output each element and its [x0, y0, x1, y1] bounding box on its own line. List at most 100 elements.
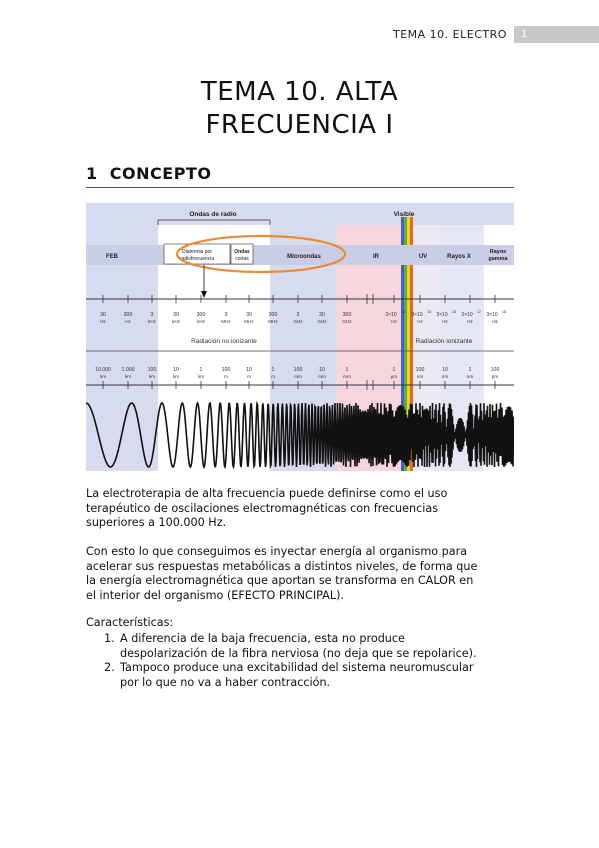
- wave-tick-unit: mm: [318, 374, 326, 379]
- paragraph-definition: La electroterapia de alta frecuencia pue…: [86, 487, 516, 531]
- list-item-line: despolarización de la fibra nerviosa (no…: [120, 646, 477, 660]
- band-feb: FEB: [106, 254, 119, 260]
- freq-tick-value: 30: [100, 312, 106, 318]
- freq-high-base: 3×10: [461, 312, 472, 318]
- freq-tick-unit: GHz: [293, 319, 303, 324]
- wave-high-value: 100: [491, 367, 500, 373]
- section-heading: 1 CONCEPTO: [86, 164, 514, 188]
- freq-tick-unit: kHz: [172, 319, 181, 324]
- document-title: TEMA 10. ALTA FRECUENCIA I: [0, 76, 599, 142]
- label-ondas-cortas-1: Ondas: [234, 249, 250, 255]
- wave-tick-value: 1: [200, 367, 203, 373]
- wave-tick-unit: mm: [294, 374, 302, 379]
- list-item-line: A diferencia de la baja frecuencia, esta…: [120, 632, 405, 645]
- wave-tick-value: 10.000: [95, 367, 111, 373]
- section-number: 1: [86, 164, 98, 183]
- wave-tick-value: 1: [272, 367, 275, 373]
- wave-high-unit: nm: [417, 374, 424, 379]
- paragraph-line: la energía electromagnética que aportan …: [86, 574, 474, 587]
- freq-tick-value: 300: [343, 312, 352, 318]
- freq-tick-unit: GHz: [317, 319, 327, 324]
- sine-wave: [86, 400, 514, 470]
- paragraph-line: Con esto lo que conseguimos es inyectar …: [86, 545, 468, 558]
- freq-high-base: 3×10: [436, 312, 447, 318]
- document-title-line-2: FRECUENCIA I: [205, 110, 394, 140]
- wave-tick-unit: m: [271, 374, 275, 379]
- wave-tick-unit: km: [149, 374, 155, 379]
- freq-tick-unit: MHz: [221, 319, 231, 324]
- wave-tick-unit: m: [247, 374, 251, 379]
- wave-high-value: 1: [469, 367, 472, 373]
- paragraph-line: superiores a 100.000 Hz.: [86, 516, 227, 529]
- wave-high-unit: nm: [442, 374, 449, 379]
- label-ondas-de-radio: Ondas de radio: [189, 211, 236, 218]
- freq-high-exp: 14: [401, 310, 405, 314]
- paragraph-line: La electroterapia de alta frecuencia pue…: [86, 487, 448, 500]
- paragraph-line: terapéutico de oscilaciones electromagné…: [86, 501, 439, 515]
- band-ir: IR: [373, 254, 380, 260]
- list-item-number: 2.: [104, 661, 115, 674]
- freq-high-unit: Hz: [442, 319, 448, 324]
- header-title: TEMA 10. ELECTRO: [393, 28, 507, 41]
- list-item-number: 1.: [104, 632, 115, 645]
- freq-high-exp: 17: [477, 310, 481, 314]
- frequency-axis: 30Hz300Hz3kHz30kHz300kHz3MHz30MHz300MHz3…: [100, 294, 506, 390]
- paragraph-line: Características:: [86, 616, 174, 629]
- paragraph-line: acelerar sus respuestas metabólicas a di…: [86, 559, 478, 573]
- freq-high-unit: Hz: [467, 319, 473, 324]
- wave-high-value: 10: [442, 367, 448, 373]
- wave-tick-value: 100: [294, 367, 303, 373]
- wave-tick-unit: km: [198, 374, 204, 379]
- freq-tick-unit: GHz: [342, 319, 352, 324]
- wave-high-unit: pm: [492, 374, 499, 379]
- wave-tick-value: 100: [148, 367, 157, 373]
- band-rayos-gamma-1: Rayos: [490, 249, 507, 255]
- freq-tick-value: 3: [151, 312, 154, 318]
- freq-tick-value: 3: [297, 312, 300, 318]
- list-item-line: por lo que no va a haber contracción.: [120, 675, 331, 689]
- label-visible: Visible: [394, 211, 415, 218]
- wave-high-unit: nm: [467, 374, 474, 379]
- freq-high-exp: 16: [452, 310, 456, 314]
- freq-tick-value: 300: [197, 312, 206, 318]
- wave-high-value: 1: [393, 367, 396, 373]
- band-microondas: Microondas: [287, 254, 321, 260]
- freq-tick-unit: MHz: [244, 319, 254, 324]
- freq-tick-unit: Hz: [125, 319, 131, 324]
- wave-tick-value: 1.000: [122, 367, 135, 373]
- freq-tick-unit: kHz: [197, 319, 206, 324]
- freq-high-base: 3×10: [385, 312, 396, 318]
- freq-high-base: 3×10: [411, 312, 422, 318]
- freq-tick-unit: MHz: [268, 319, 278, 324]
- wavelength-axis: 10.000km1.000km100km10km1km100m10m1m100m…: [95, 367, 499, 389]
- freq-high-base: 3×10: [486, 312, 497, 318]
- wave-tick-unit: km: [125, 374, 131, 379]
- wave-tick-unit: km: [173, 374, 179, 379]
- label-ondas-cortas-2: cortas: [235, 256, 249, 262]
- label-radiacion-ionizante: Radiación ionizante: [416, 338, 473, 345]
- list-item-line: Tampoco produce una excitabilidad del si…: [120, 661, 474, 674]
- paragraph-energy: Con esto lo que conseguimos es inyectar …: [86, 545, 516, 603]
- freq-tick-value: 30: [173, 312, 179, 318]
- wave-tick-value: 10: [173, 367, 179, 373]
- list-item: 1. A diferencia de la baja frecuencia, e…: [86, 632, 516, 661]
- freq-tick-value: 300: [269, 312, 278, 318]
- label-diatermia-1: Diatermia por: [182, 249, 212, 255]
- list-item: 2. Tampoco produce una excitabilidad del…: [86, 661, 516, 690]
- wave-tick-value: 10: [319, 367, 325, 373]
- label-radiacion-no-ionizante: Radiación no ionizante: [191, 338, 257, 345]
- wave-tick-value: 1: [346, 367, 349, 373]
- band-uv: UV: [419, 254, 427, 260]
- freq-high-exp: 18: [502, 310, 506, 314]
- band-rayos-x: Rayos X: [447, 254, 471, 260]
- wave-tick-unit: km: [100, 374, 106, 379]
- electromagnetic-spectrum-figure: Ondas de radio Visible FEB Diatermia por…: [86, 203, 514, 471]
- document-title-line-1: TEMA 10. ALTA: [200, 77, 399, 107]
- wave-tick-value: 100: [222, 367, 231, 373]
- freq-tick-value: 300: [124, 312, 133, 318]
- freq-tick-value: 30: [246, 312, 252, 318]
- freq-high-exp: 15: [427, 310, 431, 314]
- band-rayos-gamma-2: gamma: [488, 256, 508, 262]
- highlight-ellipse: [175, 234, 347, 274]
- wave-high-unit: µm: [391, 374, 398, 379]
